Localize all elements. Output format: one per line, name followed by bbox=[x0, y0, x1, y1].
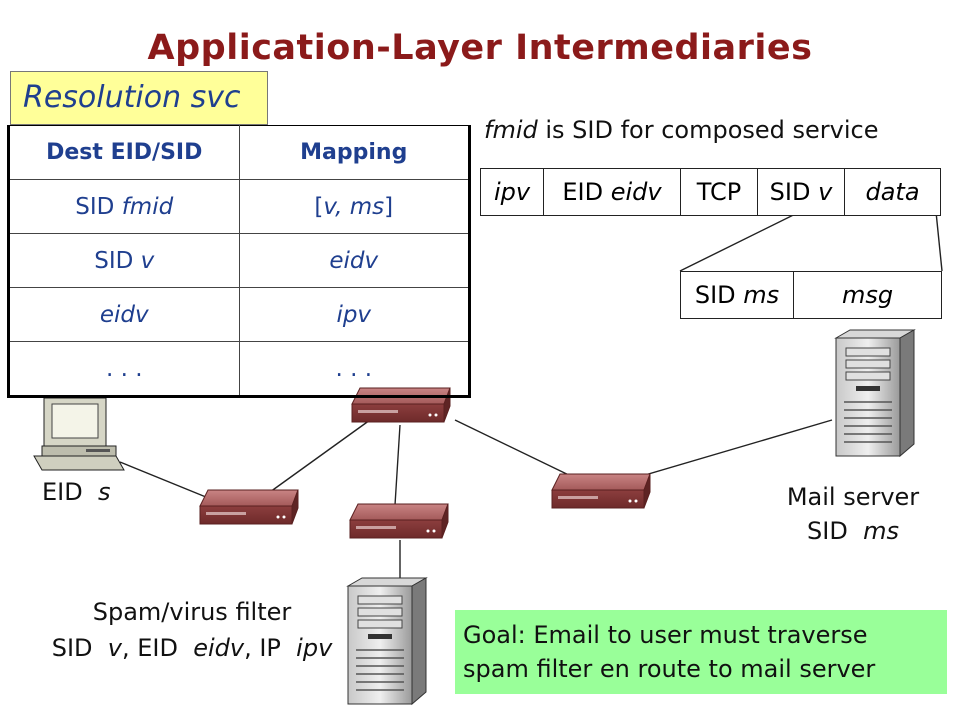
mapping-table: Dest EID/SID Mapping SID fmid [v, ms] SI… bbox=[7, 125, 471, 398]
mail-server-label: Mail server SID ms bbox=[760, 480, 946, 548]
packet-header: ipv EID eidv TCP SID v data bbox=[480, 168, 941, 216]
spam-filter-name: Spam/virus filter bbox=[92, 598, 292, 626]
table-cell: ipv bbox=[239, 287, 470, 342]
table-cell: . . . bbox=[8, 341, 240, 397]
table-header-row: Dest EID/SID Mapping bbox=[8, 125, 470, 180]
mail-server-name: Mail server bbox=[786, 483, 920, 511]
data-field-sid: SID ms bbox=[681, 272, 794, 318]
fmid-note: fmid is SID for composed service bbox=[484, 116, 879, 144]
table-cell: SID v bbox=[8, 233, 240, 288]
table-cell: eidv bbox=[239, 233, 470, 288]
router-icon bbox=[551, 473, 651, 509]
host-label: EID s bbox=[42, 478, 111, 506]
column-header: Mapping bbox=[239, 125, 470, 180]
link-router-filter-router bbox=[394, 424, 401, 506]
computer-icon bbox=[33, 397, 125, 471]
spam-filter-ids: SID v, EID eidv, IP ipv bbox=[51, 634, 333, 662]
table-row: SID v eidv bbox=[8, 233, 470, 288]
table-cell: eidv bbox=[8, 287, 240, 342]
header-field-eid: EID eidv bbox=[544, 169, 681, 215]
table-cell: SID fmid bbox=[8, 179, 240, 234]
page-title: Application-Layer Intermediaries bbox=[147, 28, 813, 68]
header-field-sid: SID v bbox=[758, 169, 845, 215]
table-row: eidv ipv bbox=[8, 287, 470, 342]
header-field-data: data bbox=[865, 178, 920, 206]
header-field-tcp: TCP bbox=[681, 169, 758, 215]
spam-filter-label: Spam/virus filter SID v, EID eidv, IP ip… bbox=[26, 594, 358, 666]
table-row: . . . . . . bbox=[8, 341, 470, 397]
router-icon bbox=[199, 489, 299, 525]
mail-server-sid: SID ms bbox=[807, 517, 899, 545]
column-header: Dest EID/SID bbox=[8, 125, 240, 180]
header-field-ipv: ipv bbox=[481, 169, 544, 215]
link-router-router bbox=[269, 419, 371, 493]
server-tower-icon bbox=[347, 577, 427, 705]
data-expansion: SID ms msg bbox=[680, 271, 942, 319]
router-icon bbox=[349, 503, 449, 539]
resolution-service-label: Resolution svc bbox=[10, 71, 268, 125]
link-router-mail bbox=[634, 419, 833, 479]
table-cell: . . . bbox=[335, 355, 373, 382]
table-row: SID fmid [v, ms] bbox=[8, 179, 470, 234]
goal-line: spam filter en route to mail server bbox=[463, 655, 876, 683]
server-tower-icon bbox=[835, 329, 915, 457]
data-field-msg: msg bbox=[841, 281, 894, 309]
goal-box: Goal: Email to user must traverse spam f… bbox=[455, 610, 947, 694]
link-router-right-router bbox=[454, 419, 576, 479]
goal-line: Goal: Email to user must traverse bbox=[463, 621, 868, 649]
table-cell: [v, ms] bbox=[239, 179, 470, 234]
